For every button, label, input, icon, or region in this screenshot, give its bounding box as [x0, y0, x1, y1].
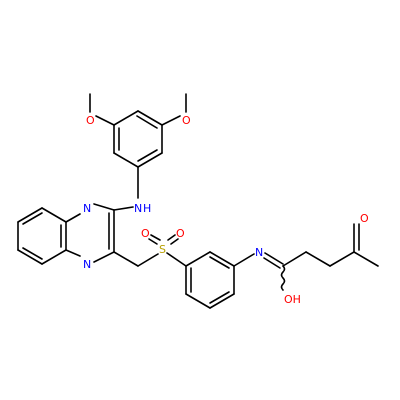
- quinoxaline-benzo-ring: [17, 207, 67, 265]
- bond: [170, 238, 179, 245]
- bond: [185, 251, 211, 267]
- bond: [65, 213, 81, 223]
- atom-label-oxygen: O: [360, 212, 369, 225]
- atom-label-oxygen: O: [182, 114, 191, 127]
- bond: [41, 207, 67, 223]
- bond: [150, 234, 161, 241]
- atom-label-oxygen: O: [176, 227, 185, 240]
- bond: [264, 252, 284, 265]
- bond: [137, 110, 163, 126]
- atom-label-oxygen: O: [141, 227, 150, 240]
- atom-label-nitrogen: N: [134, 202, 142, 215]
- methoxy-groups: [89, 93, 187, 126]
- methylene-sulfonyl: [113, 234, 187, 267]
- atom-labels: O O N H N N S O O N OH O: [83, 114, 369, 306]
- bond: [305, 251, 331, 267]
- atom-label-nitrogen: N: [83, 258, 91, 271]
- bond: [329, 251, 355, 267]
- bond: [161, 115, 181, 126]
- bond: [209, 251, 235, 267]
- bond: [113, 206, 134, 211]
- atom-label-hydroxyl: OH: [284, 293, 301, 306]
- bond: [93, 251, 115, 263]
- bond: [185, 293, 211, 309]
- bond: [41, 249, 67, 265]
- bond: [166, 252, 187, 267]
- bond: [137, 149, 158, 162]
- bond: [113, 152, 139, 168]
- bond: [17, 249, 43, 265]
- imidic-acid-chain: [233, 223, 379, 291]
- bond: [136, 115, 158, 129]
- wavy-bond: [280, 265, 286, 291]
- central-benzene-ring: [185, 251, 235, 309]
- bond: [137, 152, 163, 168]
- atom-label-sulfur: S: [159, 243, 166, 256]
- amine-link: [113, 166, 139, 211]
- bond: [17, 207, 43, 223]
- atom-label-hydrogen: H: [143, 202, 151, 215]
- bond: [65, 249, 81, 257]
- bond: [167, 234, 176, 241]
- atom-label-oxygen: O: [86, 114, 95, 127]
- bond: [282, 251, 307, 267]
- atom-label-nitrogen: N: [83, 202, 91, 215]
- bond: [233, 253, 255, 267]
- bond: [209, 291, 230, 304]
- atom-label-nitrogen: N: [255, 246, 263, 259]
- bond: [148, 238, 158, 245]
- dimethoxyphenyl-ring: [113, 110, 163, 168]
- bond: [353, 251, 379, 267]
- bond: [263, 257, 281, 269]
- bond: [93, 203, 115, 211]
- bond: [137, 253, 159, 267]
- bond: [209, 293, 235, 309]
- quinoxaline-pyrazine-ring: [65, 203, 115, 263]
- bond: [22, 247, 43, 260]
- bond: [95, 115, 115, 126]
- bond: [209, 256, 230, 269]
- bond: [113, 251, 139, 267]
- bond: [113, 110, 139, 126]
- bond: [22, 212, 43, 225]
